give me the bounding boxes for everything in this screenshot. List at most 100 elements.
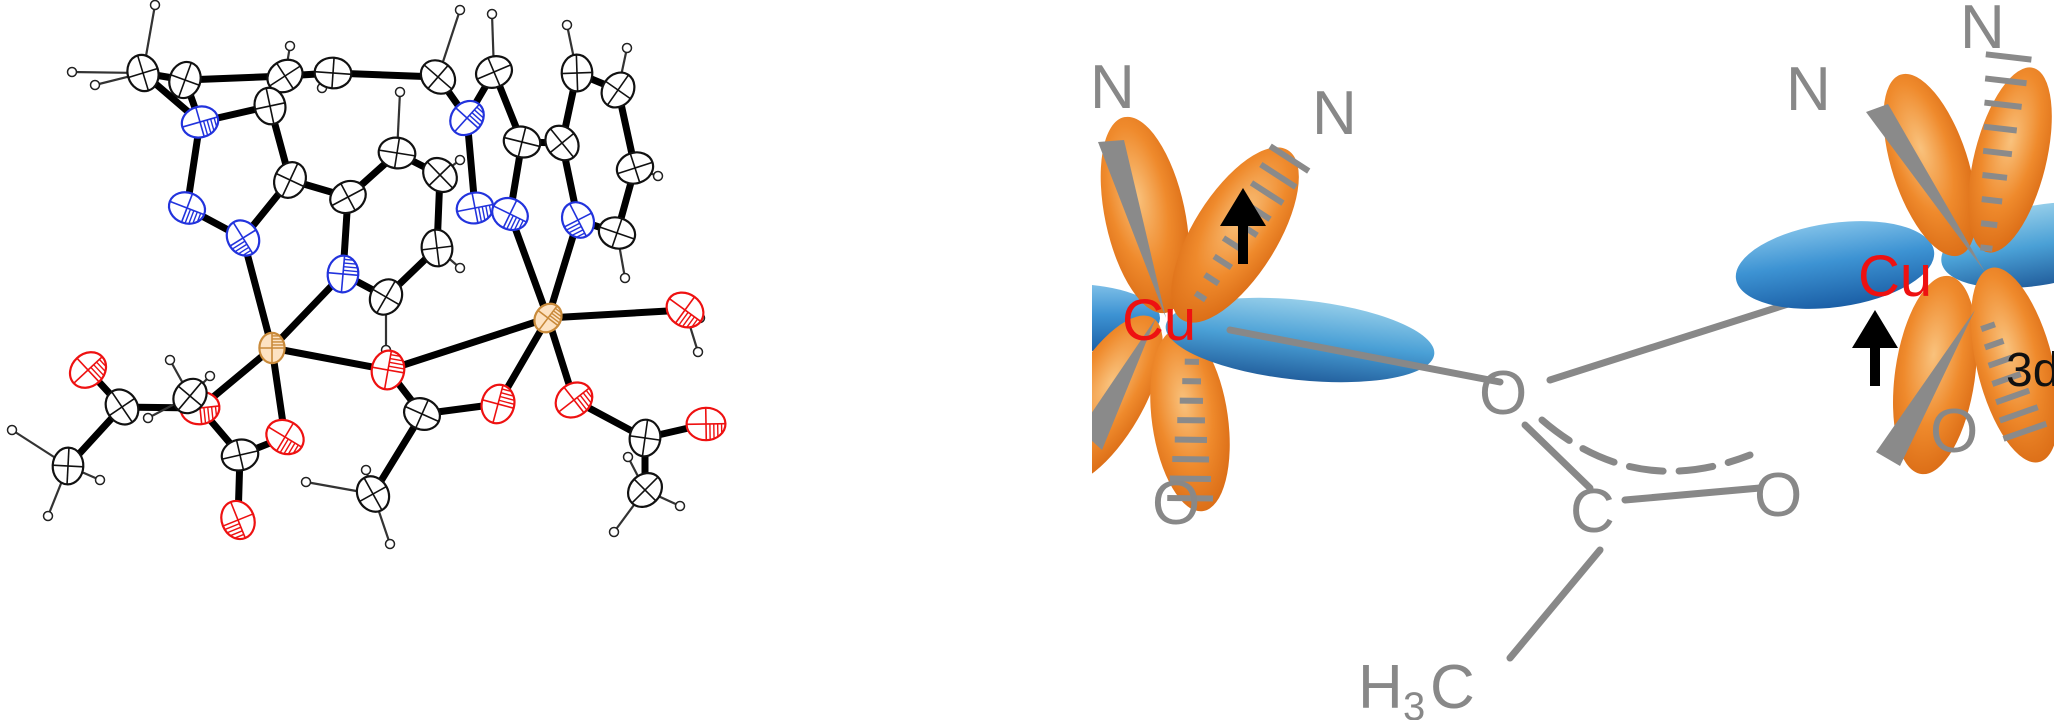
hydrogen-atom: [652, 170, 664, 182]
crystal-structure-panel: [6, 0, 727, 550]
atom-c-ellipsoid: [168, 60, 202, 100]
atom-n-ellipsoid: [167, 191, 207, 225]
hash-segment: [1981, 196, 2003, 205]
bond-cu-left-o-bridge: [1226, 326, 1504, 386]
right-d-lobe-lower-right: [1970, 267, 2054, 463]
hash-segment: [1983, 123, 2018, 134]
hash-segment: [1980, 220, 1998, 229]
hash-segment: [1991, 371, 2022, 387]
atom-c-ellipsoid: [420, 228, 454, 268]
right-spin-up-arrow: [1852, 310, 1898, 386]
atom-c-ellipsoid: [220, 438, 260, 472]
hash-segment: [1987, 354, 2014, 369]
hash-segment: [2002, 420, 2048, 442]
bond-c-o-carboxylate: [1621, 484, 1764, 504]
right-hashed-bond-down: [1980, 321, 2048, 442]
hash-segment: [1167, 494, 1214, 502]
label-c-carboxylate: C: [1570, 477, 1615, 546]
left-hashed-bond-down: [1167, 358, 1214, 502]
atom-c-ellipsoid: [368, 278, 404, 316]
atom-n-ellipsoid: [455, 191, 495, 225]
atom-n-ellipsoid: [225, 219, 261, 257]
atom-n-ellipsoid: [560, 201, 596, 239]
atom-c-ellipsoid: [403, 397, 441, 431]
label-methyl-c: C: [1430, 653, 1475, 720]
bond-c-ch3: [1506, 546, 1604, 662]
atom-layer: [51, 53, 727, 541]
bond-o-bridge-c: [1521, 421, 1594, 492]
label-methyl-h: H: [1358, 653, 1403, 720]
atom-n-ellipsoid: [326, 254, 360, 294]
atom-o-ellipsoid: [370, 349, 406, 391]
label-cu-left: Cu: [1122, 288, 1196, 353]
label-methyl-sub: 3: [1403, 685, 1425, 720]
hash-segment: [1203, 272, 1221, 287]
hash-segment: [1998, 404, 2039, 424]
atom-c-ellipsoid: [628, 418, 662, 458]
atom-cu-ellipsoid: [533, 302, 563, 334]
atom-o-ellipsoid: [480, 383, 516, 425]
atom-c-ellipsoid: [104, 388, 140, 426]
hydrogen-atom: [204, 370, 216, 382]
hydrogen-atom: [284, 40, 296, 52]
right-hashed-bond-up: [1980, 51, 2032, 252]
hydrogen-atom: [142, 412, 154, 424]
atom-c-ellipsoid: [313, 56, 353, 90]
hash-segment: [1982, 171, 2008, 181]
hash-segment: [1259, 162, 1298, 190]
hydrogen-atom: [384, 538, 396, 550]
atom-c-ellipsoid: [253, 86, 287, 126]
left-copper-center: [1092, 116, 1435, 512]
label-cu-right: Cu: [1858, 244, 1932, 309]
label-o-left-axial: O: [1152, 469, 1200, 538]
bridge-bonds: [1226, 286, 1836, 662]
hash-segment: [1985, 51, 2032, 63]
atom-o-ellipsoid: [265, 418, 305, 456]
atom-n-ellipsoid: [491, 196, 529, 232]
atom-c-ellipsoid: [51, 446, 85, 486]
hash-segment: [1984, 75, 2027, 87]
bond: [506, 210, 552, 322]
atom-o-ellipsoid: [68, 351, 108, 389]
hash-segment: [1984, 99, 2022, 110]
atom-c-ellipsoid: [474, 55, 514, 89]
hydrogen-atom: [454, 4, 466, 16]
label-orbital-3d: 3d: [2006, 344, 2054, 397]
label-n-top-left-b: N: [1312, 79, 1357, 148]
hash-segment: [1169, 475, 1212, 483]
left-wedge-up: [1098, 140, 1166, 318]
atom-c-ellipsoid: [126, 53, 160, 93]
hash-segment: [1193, 290, 1208, 303]
atom-c-ellipsoid: [600, 71, 636, 109]
label-n-top-left-a: N: [1090, 53, 1135, 122]
atom-n-ellipsoid: [449, 99, 485, 137]
atom-c-ellipsoid: [544, 124, 580, 162]
label-methyl: H 3 C: [1358, 653, 1475, 720]
label-n-top-right-b: N: [1960, 0, 2005, 62]
atom-o-ellipsoid: [685, 406, 727, 442]
hydrogen-atom: [619, 272, 631, 284]
atom-o-ellipsoid: [665, 291, 705, 329]
left-spin-up-arrow: [1220, 188, 1266, 264]
bond: [544, 306, 689, 322]
hash-segment: [1980, 244, 1993, 252]
hydrogen-atom: [300, 476, 312, 488]
hash-segment: [1249, 180, 1285, 206]
hydrogen-atom: [692, 346, 704, 358]
atom-c-ellipsoid: [377, 136, 417, 170]
hydrogen-atom: [89, 79, 101, 91]
hydrogen-atom: [94, 474, 106, 486]
hash-segment: [1983, 338, 2005, 351]
hydrogen-atom: [622, 451, 634, 463]
right-d-lobe-upper-left: [1883, 73, 1977, 257]
hydrogen-atom: [42, 510, 54, 522]
label-o-carboxylate: O: [1754, 461, 1802, 530]
atom-n-ellipsoid: [180, 105, 220, 139]
hash-segment: [1995, 387, 2031, 406]
hydrogen-atom: [394, 86, 406, 98]
atom-cu-ellipsoid: [258, 331, 286, 365]
label-o-bridge: O: [1479, 359, 1527, 428]
hydrogen-atom: [66, 66, 78, 78]
hydrogen-atom: [486, 8, 498, 20]
atom-o-ellipsoid: [554, 381, 594, 419]
